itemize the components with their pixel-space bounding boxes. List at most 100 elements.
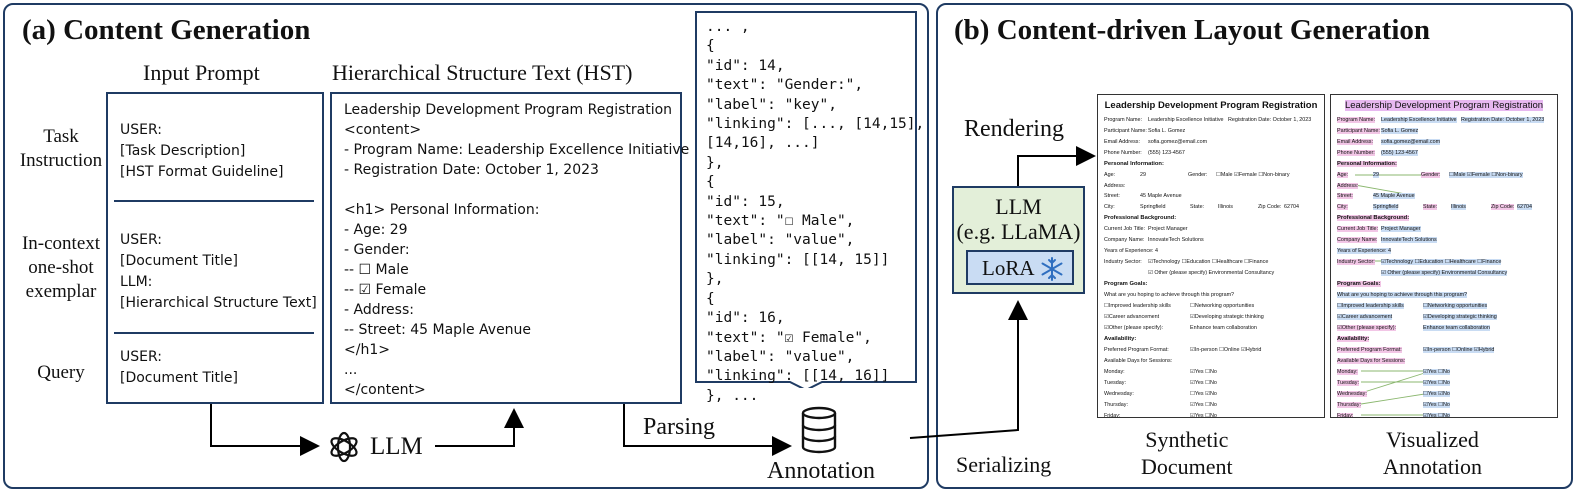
doc-field: ☐Yes ☑No <box>1190 391 1217 397</box>
doc-field: Zip Code: <box>1491 204 1515 210</box>
panel-a-title: (a) Content Generation <box>22 14 311 46</box>
doc-field: Program Goals: <box>1337 281 1381 287</box>
doc-field: City: <box>1337 204 1348 210</box>
serializing-label: Serializing <box>956 452 1052 477</box>
doc-field: ☑Yes ☐No <box>1190 369 1217 375</box>
doc-field: Availability: <box>1104 336 1137 342</box>
divider-1 <box>114 200 314 202</box>
rendering-label: Rendering <box>964 116 1064 142</box>
hst-line: - Gender: <box>344 242 410 258</box>
doc-field: Industry Sector: <box>1337 259 1375 265</box>
doc-field: (555) 123-4567 <box>1148 150 1185 156</box>
json-line: "label": "value", <box>706 232 855 249</box>
hst-heading: Hierarchical Structure Text (HST) <box>332 60 633 85</box>
doc-field: Available Days for Sessions: <box>1337 358 1406 364</box>
doc-field: 62704 <box>1284 204 1299 210</box>
doc-field: ☑Technology ☐Education ☐Healthcare ☐Fina… <box>1148 259 1269 265</box>
doc-field: ☐Improved leadership skills <box>1337 303 1404 309</box>
visualized-annotation-caption: Visualized Annotation <box>1383 427 1482 479</box>
doc-field: ☑Career advancement <box>1337 314 1393 320</box>
doc-field: Monday: <box>1104 369 1125 375</box>
panel-content-generation <box>3 3 929 489</box>
json-line: "id": 16, <box>706 310 785 327</box>
json-line: ... , <box>706 19 750 35</box>
doc-field: Professional Background: <box>1337 215 1410 221</box>
doc-field: Thursday: <box>1104 402 1128 408</box>
visualized-doc-title: Leadership Development Program Registrat… <box>1344 100 1544 111</box>
doc-field: 62704 <box>1517 204 1532 210</box>
doc-field: State: <box>1423 204 1438 210</box>
json-line: "id": 14, <box>706 57 785 74</box>
doc-field: Address: <box>1104 183 1126 189</box>
doc-field: Leadership Excellence Initiative <box>1381 117 1457 123</box>
doc-field: Wednesday: <box>1104 391 1134 397</box>
doc-field: 45 Maple Avenue <box>1373 193 1415 199</box>
json-line: "text": "☑ Female", <box>706 329 872 346</box>
hst-line: <content> <box>344 122 422 138</box>
doc-field: Leadership Excellence Initiative <box>1148 117 1224 123</box>
panel-layout-generation <box>936 3 1573 489</box>
row-label-task-instruction: Task Instruction <box>19 126 103 171</box>
json-line: { <box>706 174 715 191</box>
visualized-annotation-document: Leadership Development Program Registrat… <box>1330 94 1558 418</box>
panel-b-title: (b) Content-driven Layout Generation <box>954 14 1431 46</box>
lora-box: LoRA <box>966 250 1074 285</box>
hst-line: Leadership Development Program Registrat… <box>344 102 673 118</box>
doc-field: Illinois <box>1218 204 1233 210</box>
doc-field: ☑In-person ☐Online ☑Hybrid <box>1190 347 1262 353</box>
hst-line: </content> <box>344 382 426 398</box>
doc-field: Personal Information: <box>1337 161 1397 167</box>
doc-field: Monday: <box>1337 369 1358 375</box>
doc-field: City: <box>1104 204 1115 210</box>
doc-field: ☑Yes ☐No <box>1190 402 1217 408</box>
doc-field: Company Name: <box>1337 237 1378 243</box>
doc-field: Street: <box>1104 193 1120 199</box>
doc-field: What are you hoping to achieve through t… <box>1337 292 1468 298</box>
annotation-json-bubble <box>695 11 917 388</box>
doc-field: Springfield <box>1373 204 1399 210</box>
json-line: "linking": [[14, 15]] <box>706 251 890 268</box>
flow-arrows-a <box>210 404 792 456</box>
json-line: }, <box>706 154 724 171</box>
doc-field: Springfield <box>1140 204 1166 210</box>
exemplar-section: USER: [Document Title] LLM: [Hierarchica… <box>120 232 317 311</box>
doc-field: Age: <box>1337 172 1349 178</box>
json-line: "label": "key", <box>706 96 837 113</box>
annotation-label: Annotation <box>767 458 875 484</box>
doc-field: Registration Date: October 1, 2023 <box>1228 117 1312 123</box>
doc-field: Wednesday: <box>1337 391 1367 397</box>
input-prompt-heading: Input Prompt <box>143 60 260 85</box>
doc-field: sofia.gomez@email.com <box>1148 139 1208 145</box>
doc-field: 29 <box>1140 172 1146 178</box>
doc-field: Phone Number: <box>1104 150 1142 156</box>
doc-field: Sofia L. Gomez <box>1381 128 1419 134</box>
doc-field: Years of Experience: 4 <box>1104 248 1159 254</box>
input-prompt-box: USER: [Task Description] [HST Format Gui… <box>106 92 324 404</box>
doc-field: ☑ Other (please specify) Environmental C… <box>1148 270 1275 276</box>
doc-field: Registration Date: October 1, 2023 <box>1461 117 1545 123</box>
doc-field: Participant Name: <box>1104 128 1147 134</box>
synthetic-doc-title: Leadership Development Program Registrat… <box>1104 100 1318 111</box>
doc-field: ☑Other (please specify): <box>1337 325 1397 331</box>
doc-field: Enhance team collaboration <box>1190 325 1257 331</box>
doc-field: ☑Technology ☐Education ☐Healthcare ☐Fina… <box>1381 259 1502 265</box>
doc-field: Gender: <box>1188 172 1208 178</box>
doc-field: ☐Male ☑Female ☐Non-binary <box>1449 172 1523 178</box>
row-label-in-context-exemplar: In-context one-shot exemplar <box>21 233 101 302</box>
parsing-label: Parsing <box>643 414 715 440</box>
hst-line: ... <box>344 362 358 378</box>
json-line: { <box>706 38 715 55</box>
doc-field: InnovateTech Solutions <box>1381 237 1437 243</box>
doc-field: Company Name: <box>1104 237 1145 243</box>
doc-field: Program Name: <box>1337 117 1376 123</box>
hst-line: <h1> Personal Information: <box>344 202 540 218</box>
doc-field: ☑Yes ☐No <box>1423 369 1450 375</box>
doc-field: ☑Developing strategic thinking <box>1423 314 1497 320</box>
doc-field: Friday: <box>1104 413 1121 418</box>
hst-line: -- ☐ Male <box>344 262 409 278</box>
doc-field: Availability: <box>1337 336 1370 342</box>
doc-field: InnovateTech Solutions <box>1148 237 1204 243</box>
row-label-query: Query <box>37 362 85 383</box>
json-line: }, <box>706 271 724 288</box>
